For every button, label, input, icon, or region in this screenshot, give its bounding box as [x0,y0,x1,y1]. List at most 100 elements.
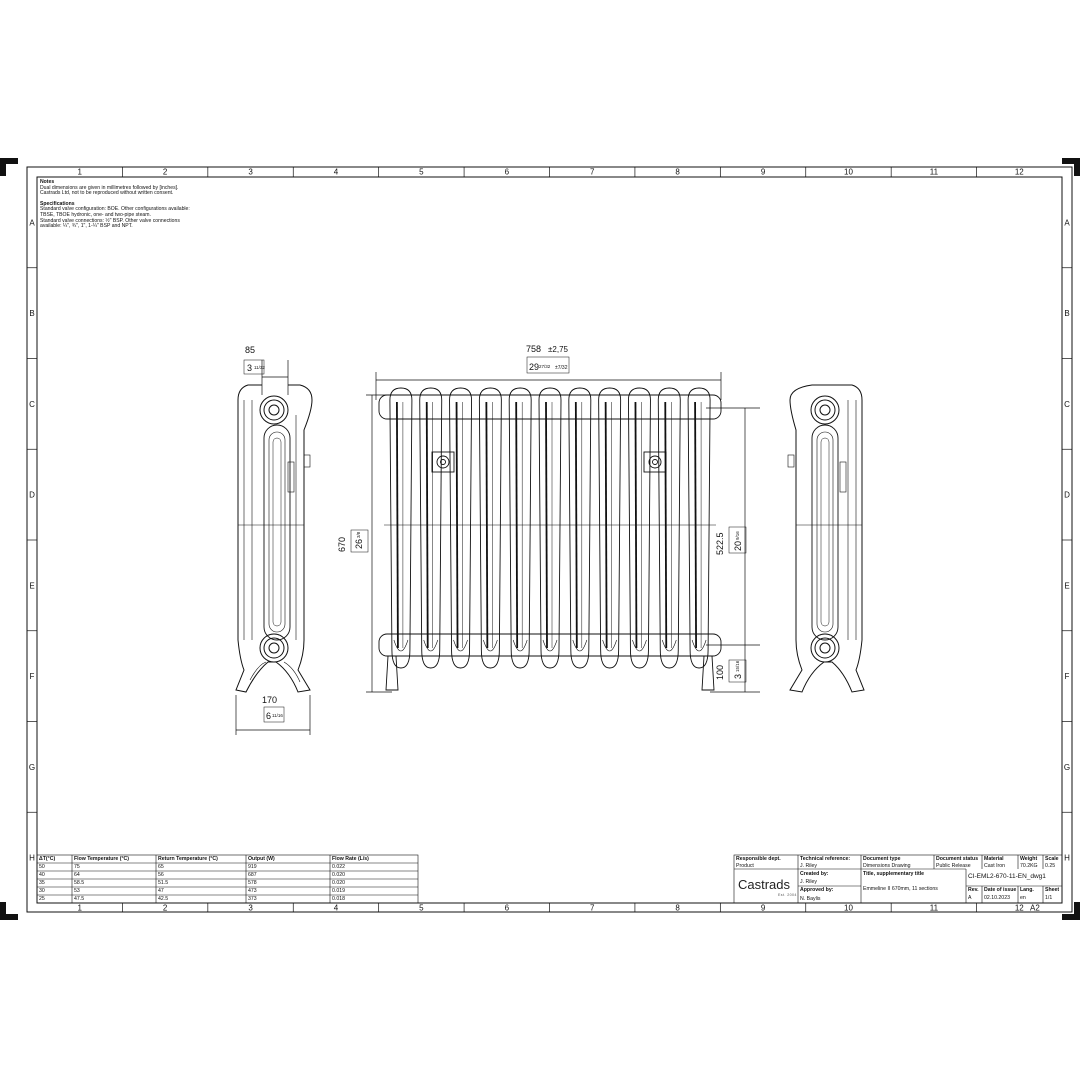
radiator-section [389,387,413,669]
side-view-left [235,384,313,693]
radiator-section [598,387,622,669]
radiator-section [657,387,681,669]
flow-cell: 0.020 [332,880,345,886]
flow-cell: 373 [248,896,257,902]
section-bottom [661,639,677,652]
radiator-section [628,387,651,669]
sheet-label: Sheet [1045,887,1060,893]
issue-label: Date of issue [984,887,1017,893]
flow-cell: 50 [39,864,45,870]
grid-row-label: C [1064,400,1070,409]
flow-cell: 0.022 [332,864,345,870]
sheet-size-label: A2 [1030,904,1040,913]
spec-line: TBSE, TBOE hydronic, one- and two-pipe s… [40,211,151,218]
foot-width-dimension [235,695,311,735]
lang-value: en [1020,895,1026,901]
floor-in-frac: 15/16 [735,660,740,672]
centres-mm: 522.5 [715,532,725,555]
centres-in-frac: 9/16 [735,531,740,540]
rev-value: A [968,895,972,901]
flow-cell: 64 [74,872,80,878]
radiator-section [687,387,711,669]
grid-column-label: 6 [505,168,510,177]
flow-cell: 30 [39,888,45,894]
title-value: Emmeline II 670mm, 11 sections [863,886,938,892]
foot-width-mm: 170 [262,695,277,705]
spec-line: Standard valve connections: ½" BSP. Othe… [40,217,180,224]
grid-column-label: 3 [248,904,253,913]
grid-row-label: H [1064,854,1070,863]
flow-header: Output (W) [248,856,275,862]
resp-label: Responsible dept. [736,856,781,862]
flow-cell: 473 [248,888,257,894]
flow-cell: 578 [248,880,257,886]
grid-row-label: A [29,218,35,227]
grid-column-label: 2 [163,168,168,177]
grid-column-label: 8 [675,168,680,177]
grid-row-label: G [29,763,35,772]
notes-block: Notes Dual dimensions are given in milli… [40,179,190,230]
flow-cell: 0.020 [332,872,345,878]
flow-header: Return Temperature (°C) [158,856,218,862]
side-depth-dimension [243,359,289,395]
side-depth-mm: 85 [245,345,255,355]
drawing-number: CI-EML2-670-11-EN_dwg1 [968,873,1046,880]
floor-in-whole: 3 [733,674,743,679]
inner-frame [36,176,1063,904]
front-view-frame [378,394,722,691]
material-value: Cast Iron [984,863,1006,869]
front-view-columns [389,387,711,669]
weight-label: Weight [1020,856,1038,862]
grid-column-label: 7 [590,904,595,913]
grid-column-label: 8 [675,904,680,913]
flow-cell: 47.5 [74,896,85,902]
grid-column-label: 9 [761,168,766,177]
section-bottom [483,639,498,652]
docstatus-label: Document status [936,856,979,862]
length-dimension [375,356,722,400]
length-in-whole: 29 [529,362,539,372]
docstatus-value: Public Release [936,863,971,869]
rev-label: Rev. [968,887,979,893]
corner-marks [0,158,1080,920]
section-bottom [542,639,558,652]
scale-value: 0.25 [1045,863,1056,869]
grid-column-label: 4 [334,904,339,913]
grid-row-label: H [29,854,35,863]
grid-row-label: A [1064,218,1070,227]
weight-value: 70.2KG [1020,863,1038,869]
radiator-section [508,387,532,669]
flow-cell: 40 [39,872,45,878]
flow-cell: 75 [74,864,80,870]
flow-cell: 25 [39,896,45,902]
grid-column-label: 12 [1015,168,1024,177]
section-bottom [512,639,528,652]
section-bottom [632,639,647,652]
issue-value: 02.10.2023 [984,895,1010,901]
created-value: J. Riley [800,879,818,885]
grid-column-label: 6 [505,904,510,913]
foot-width-in-whole: 6 [266,711,271,721]
radiator-section [478,387,502,669]
approved-value: N. Baylis [800,896,821,902]
lang-label: Lang. [1020,887,1034,893]
doctype-label: Document type [863,856,901,862]
flow-cell: 35 [39,880,45,886]
doctype-value: Dimensions Drawing [863,863,911,869]
material-label: Material [984,856,1004,862]
height-dimension [350,394,392,693]
flow-header: ΔT(°C) [39,856,56,862]
notes-line: Castrads Ltd, not to be reproduced witho… [40,190,174,197]
grid-column-label: 12 [1015,904,1024,913]
grid-column-label: 9 [761,904,766,913]
section-bottom [453,639,468,652]
side-view-right [787,384,865,693]
flow-cell: 919 [248,864,257,870]
side-depth-in-whole: 3 [247,363,252,373]
length-tol-in: ±7/32 [555,365,568,371]
flow-header: Flow Rate (L/s) [332,856,369,862]
grid-column-label: 1 [77,904,82,913]
grid-row-label: F [30,672,35,681]
